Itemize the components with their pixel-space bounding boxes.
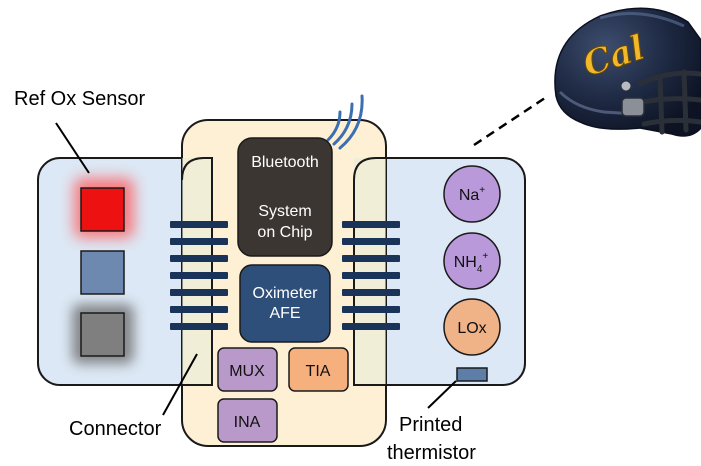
oximeter-afe-chip [239,264,331,343]
football-helmet-icon: Cal [554,7,701,137]
left-connector-pads [170,221,228,330]
oximeter-afe-label-1: Oximeter [253,285,319,302]
ammonium-sensor-label: NH4+ [454,251,489,275]
bluetooth-soc-label-3: on Chip [257,224,312,241]
helmet-leader [473,94,549,147]
sodium-sensor [443,165,501,223]
right-patch-overlap-edge [353,157,386,386]
ref-ox-sensor-leader [55,122,90,174]
connector-label: Connector [69,418,162,440]
left-patch-overlap [182,158,212,385]
right-connector-pads [342,221,400,330]
bluetooth-soc-label-2: System [258,203,311,220]
ina-label: INA [234,414,261,431]
printed-thermistor-label-1: Printed [399,414,462,436]
printed-thermistor-leader [427,380,457,409]
oximeter-afe-label-2: AFE [269,305,300,322]
ref-ox-sensor-label: Ref Ox Sensor [14,88,146,110]
mux-block [217,347,278,392]
lactate-oxidase-label: LOx [457,320,486,337]
lactate-oxidase-sensor [443,298,501,356]
red-led [74,178,134,238]
printed-thermistor-label-2: thermistor [387,442,476,464]
right-patch-overlap [354,158,386,385]
tia-block [288,347,349,392]
bluetooth-soc-label-1: Bluetooth [251,154,319,171]
blue-photodiode [80,250,125,295]
mux-label: MUX [229,363,265,380]
ina-block [217,398,278,443]
ammonium-sensor [443,232,501,290]
tia-label: TIA [306,363,331,380]
left-patch-overlap-edge [181,157,213,386]
sodium-sensor-label: Na+ [459,185,485,204]
printed-thermistor [456,367,488,382]
bluetooth-soc-chip [237,137,333,257]
wireless-signal-icon [326,94,364,150]
connector-leader [162,353,198,416]
gray-photodiode [72,304,134,364]
